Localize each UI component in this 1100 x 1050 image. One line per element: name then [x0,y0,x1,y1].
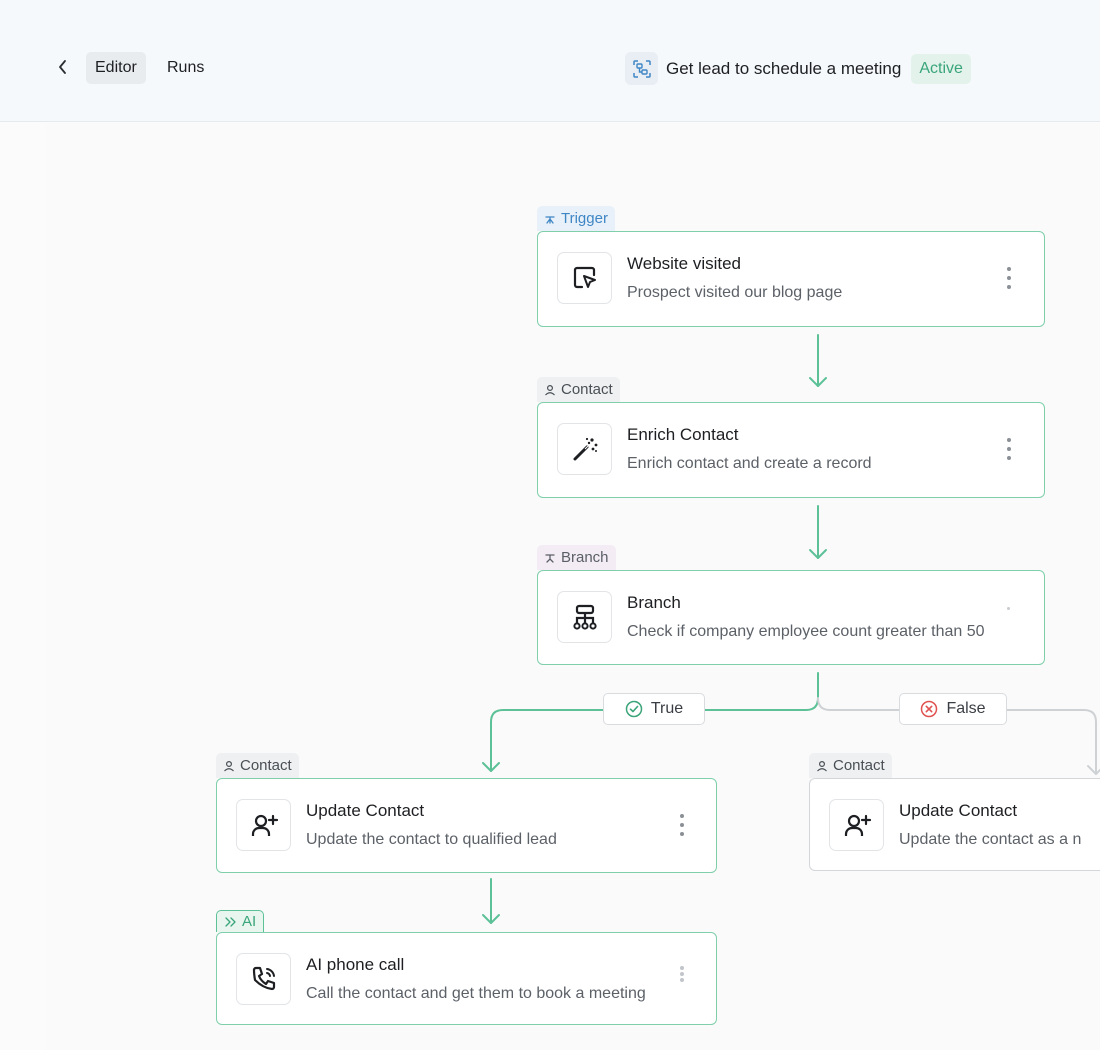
magic-wand-icon [557,423,612,475]
node-title: Enrich Contact [627,425,739,444]
node-website-visited[interactable]: Website visited Prospect visited our blo… [537,231,1045,327]
more-options-icon[interactable] [1007,607,1010,610]
branch-false-label[interactable]: False [899,693,1007,725]
node-title: Website visited [627,254,742,273]
node-branch[interactable]: Branch Check if company employee count g… [537,570,1045,665]
cursor-click-icon [557,252,612,304]
tab-editor[interactable]: Editor [86,52,146,84]
node-title: AI phone call [306,955,405,974]
workflow-icon [625,52,658,85]
trigger-icon [545,215,555,224]
tag-label: Contact [833,757,885,774]
user-icon [817,760,827,771]
node-description: Prospect visited our blog page [627,284,843,301]
contact-tag: Contact [809,753,892,778]
node-update-contact-false[interactable]: Update Contact Update the contact as a n [809,778,1100,871]
phone-call-icon [236,953,291,1005]
tab-runs[interactable]: Runs [167,59,205,76]
node-description: Check if company employee count greater … [627,623,985,640]
tag-label: Trigger [561,210,608,227]
contact-tag: Contact [537,377,620,402]
node-ai-phone-call[interactable]: AI phone call Call the contact and get t… [216,932,717,1025]
more-options-icon[interactable] [1002,264,1016,292]
node-title: Update Contact [306,801,425,820]
node-title: Update Contact [899,801,1018,820]
tag-label: AI [242,912,257,930]
branch-false-text: False [946,700,986,717]
tag-label: Branch [561,549,609,566]
trigger-tag: Trigger [537,206,615,231]
user-icon [224,760,234,771]
node-description: Enrich contact and create a record [627,455,872,472]
back-button[interactable] [52,56,74,78]
top-bar: Editor Runs Get lead to schedule a meeti… [0,0,1100,122]
x-circle-icon [921,700,938,718]
workflow-title: Get lead to schedule a meeting [666,58,902,78]
node-description: Update the contact to qualified lead [306,831,557,848]
node-description: Update the contact as a n [899,831,1082,848]
node-update-contact-true[interactable]: Update Contact Update the contact to qua… [216,778,717,873]
hierarchy-icon [557,591,612,643]
chevrons-right-icon [225,916,236,927]
check-circle-icon [625,700,643,718]
node-title: Branch [627,593,681,612]
workflow-header: Get lead to schedule a meeting Active [625,52,971,85]
node-enrich-contact[interactable]: Enrich Contact Enrich contact and create… [537,402,1045,498]
contact-tag: Contact [216,753,299,778]
user-icon [545,384,555,395]
tag-label: Contact [240,757,292,774]
more-options-icon[interactable] [675,963,689,985]
chevron-left-icon [59,60,66,74]
ai-tag: AI [216,910,265,932]
branch-true-text: True [650,700,684,717]
user-plus-icon [829,799,884,851]
more-options-icon[interactable] [675,811,689,839]
branch-true-label[interactable]: True [603,693,705,725]
user-plus-icon [236,799,291,851]
node-description: Call the contact and get them to book a … [306,985,646,1002]
branch-tag: Branch [537,545,616,570]
more-options-icon[interactable] [1002,435,1016,463]
status-badge: Active [911,53,971,84]
tag-label: Contact [561,381,613,398]
branch-icon [545,553,555,563]
